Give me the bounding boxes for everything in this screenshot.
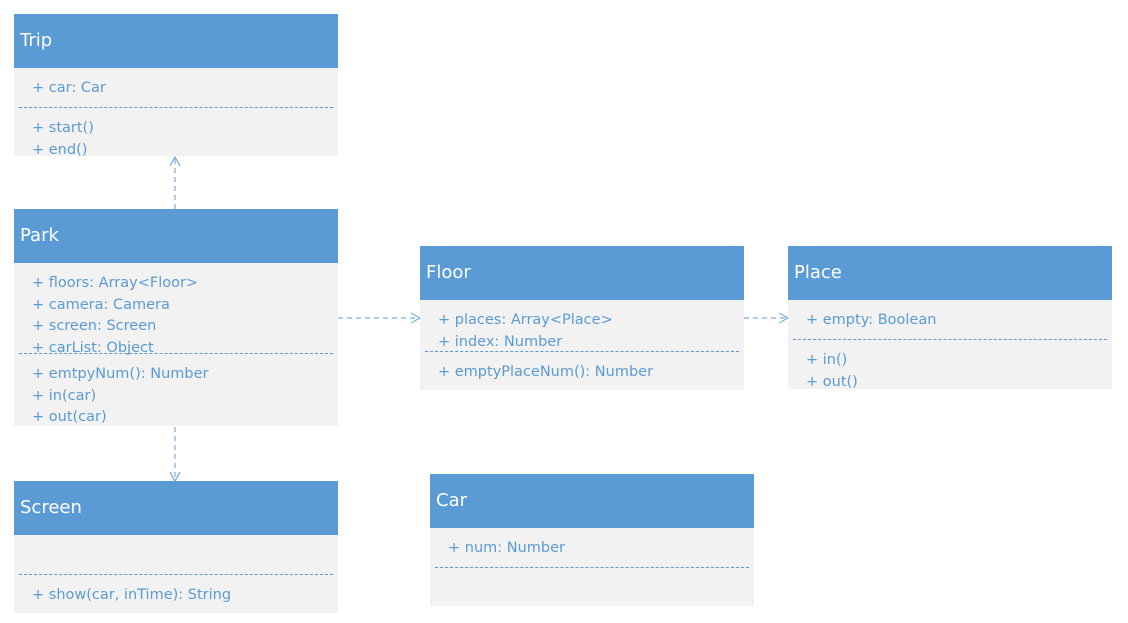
screen-method: + show(car, inTime): String xyxy=(32,587,232,603)
place-attribute: + empty: Boolean xyxy=(806,312,937,328)
park-method: + emtpyNum(): Number xyxy=(32,366,209,382)
park-method: + in(car) xyxy=(32,387,97,404)
floor-class-name: Floor xyxy=(420,246,744,300)
trip-attributes-section: + car: Car xyxy=(14,68,338,107)
trip-section-divider xyxy=(19,107,333,108)
place-attributes-section: + empty: Boolean xyxy=(788,300,1112,339)
car-class-name: Car xyxy=(430,474,754,528)
class-park[interactable]: Park + floors: Array<Floor> + camera: Came… xyxy=(14,209,338,426)
park-attribute: + camera: Camera xyxy=(32,296,170,313)
place-section-divider xyxy=(793,339,1107,340)
screen-section-divider xyxy=(19,574,333,575)
floor-attribute: + places: Array<Place> xyxy=(438,312,613,328)
trip-method: + end() xyxy=(32,141,88,158)
relation-park-to-screen xyxy=(169,427,181,483)
screen-attributes-section xyxy=(14,535,338,574)
screen-methods-section: + show(car, inTime): String xyxy=(14,575,338,613)
park-methods-section: + emtpyNum(): Number + in(car) + out(car) xyxy=(14,354,338,426)
place-method: + out() xyxy=(806,373,858,390)
class-floor[interactable]: Floor + places: Array<Place> + index: Numb… xyxy=(420,246,744,390)
class-car[interactable]: Car + num: Number xyxy=(430,474,754,606)
floor-attributes-section: + places: Array<Place> + index: Number xyxy=(420,300,744,351)
trip-method: + start() xyxy=(32,120,94,136)
place-method: + in() xyxy=(806,352,848,368)
park-attribute: + floors: Array<Floor> xyxy=(32,275,199,291)
park-class-name: Park xyxy=(14,209,338,263)
class-trip[interactable]: Trip + car: Car + start() + end() xyxy=(14,14,338,158)
class-screen[interactable]: Screen + show(car, inTime): String xyxy=(14,481,338,613)
park-method: + out(car) xyxy=(32,409,107,425)
floor-methods-section: + emptyPlaceNum(): Number xyxy=(420,352,744,390)
car-attributes-section: + num: Number xyxy=(430,528,754,567)
trip-class-name: Trip xyxy=(14,14,338,68)
park-attribute: + screen: Screen xyxy=(32,318,157,334)
floor-method: + emptyPlaceNum(): Number xyxy=(438,364,654,380)
park-section-divider xyxy=(19,353,333,354)
class-place[interactable]: Place + empty: Boolean + in() + out() xyxy=(788,246,1112,390)
car-attribute: + num: Number xyxy=(448,540,566,556)
relation-floor-to-place xyxy=(744,312,790,324)
trip-attribute: + car: Car xyxy=(32,80,106,96)
open-arrowhead-icon xyxy=(169,155,181,167)
place-methods-section: + in() + out() xyxy=(788,340,1112,390)
relation-park-to-floor xyxy=(338,312,422,324)
car-section-divider xyxy=(435,567,749,568)
relation-park-to-trip xyxy=(169,155,181,209)
trip-methods-section: + start() + end() xyxy=(14,108,338,158)
park-attributes-section: + floors: Array<Floor> + camera: Camera + … xyxy=(14,263,338,356)
car-methods-section xyxy=(430,568,754,606)
floor-attribute: + index: Number xyxy=(438,333,563,350)
park-attribute: + carList: Object xyxy=(32,339,154,356)
floor-section-divider xyxy=(425,351,739,352)
place-class-name: Place xyxy=(788,246,1112,300)
screen-class-name: Screen xyxy=(14,481,338,535)
